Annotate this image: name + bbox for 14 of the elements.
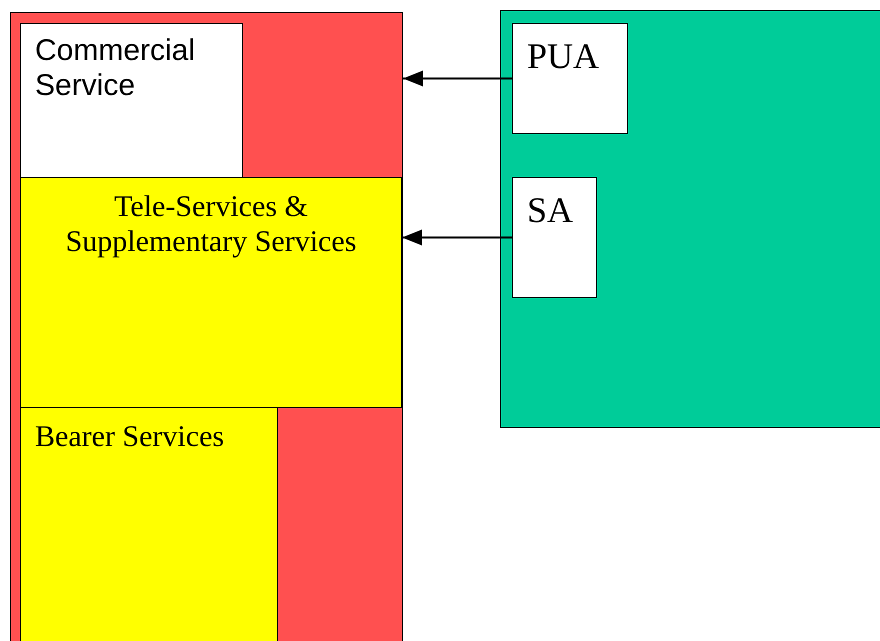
box-label: Bearer Services: [35, 420, 226, 454]
service-box: [20, 407, 278, 641]
service-box: [20, 23, 243, 178]
container-box: [500, 10, 880, 428]
arrow: [402, 230, 512, 246]
agent-box: [512, 23, 628, 134]
box-label: PUA: [527, 36, 600, 78]
agent-box: [512, 177, 597, 298]
box-label: Tele-Services & Supplementary Services: [64, 190, 358, 259]
box-label: Commercial Service: [35, 34, 196, 103]
container-box: [10, 12, 403, 641]
arrow: [403, 70, 512, 86]
service-box: [20, 177, 402, 408]
box-label: SA: [527, 190, 574, 232]
